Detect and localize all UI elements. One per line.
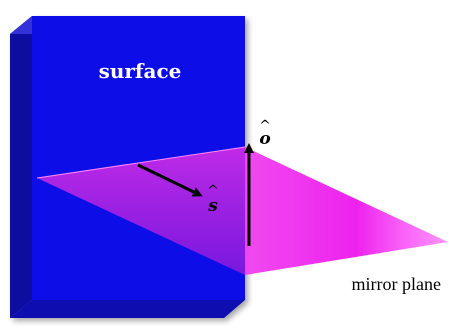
mirror-plane-label: mirror plane [352, 274, 441, 294]
mirror-plane-front-part [37, 147, 245, 275]
s-vector-label: s [207, 196, 218, 216]
s-vector-arrow [137, 163, 203, 197]
mirror-plane [245, 147, 448, 275]
surface-label: surface [99, 59, 182, 83]
surface-bottom-edge [10, 300, 245, 318]
mirror-plane-top-edge [36, 146, 246, 179]
s-vector-hat: ^ [207, 183, 219, 199]
o-vector-hat: ^ [259, 118, 271, 134]
surface-side-face [10, 16, 32, 318]
o-vector-label: o [259, 129, 270, 149]
